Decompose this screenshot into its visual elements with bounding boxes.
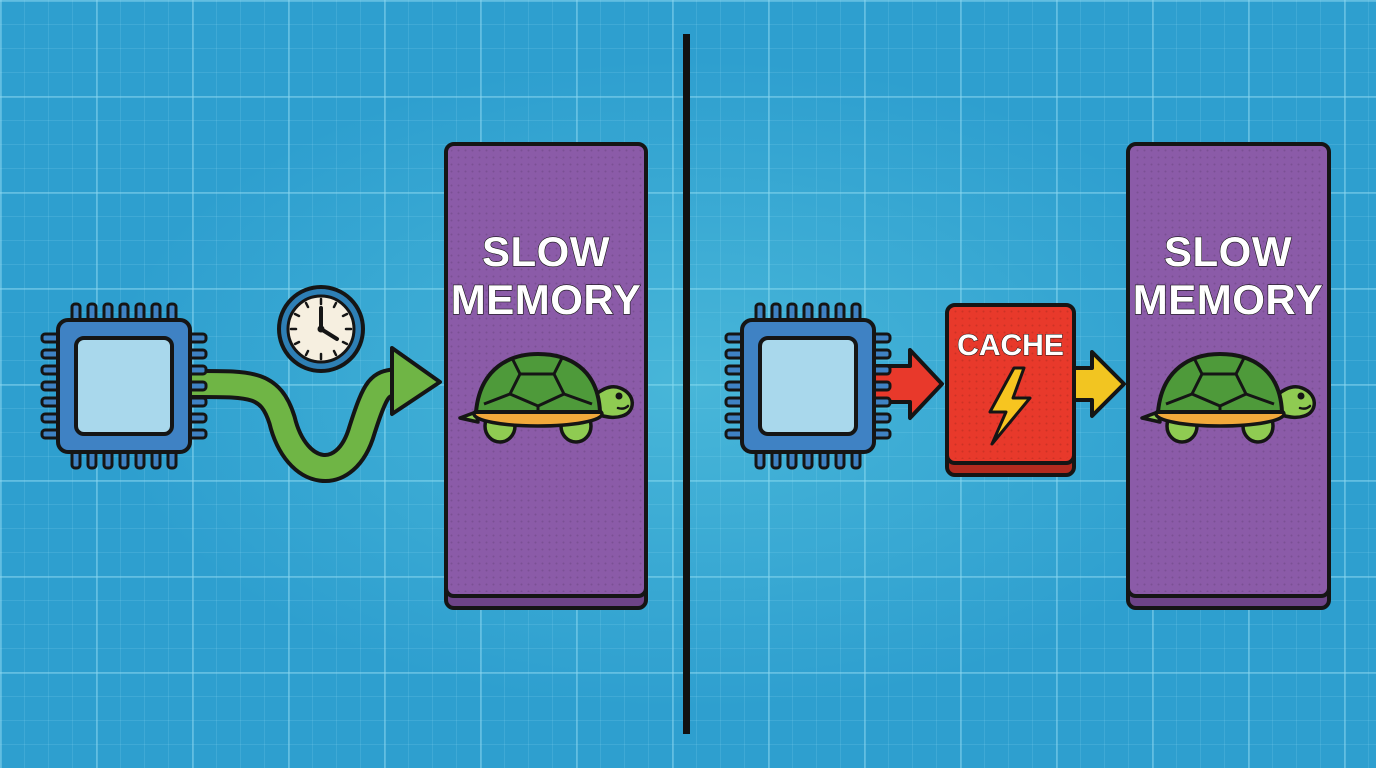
left-slow-memory-block: SLOW MEMORY: [444, 142, 648, 610]
right-memory-label-line1: SLOW: [1164, 228, 1292, 275]
wavy-arrow-icon: [189, 346, 442, 483]
right-cpu-chip-icon: [724, 302, 892, 470]
right-memory-label-line2: MEMORY: [1133, 276, 1323, 323]
right-slow-memory-block: SLOW MEMORY: [1126, 142, 1331, 610]
lightning-bolt-icon: [988, 366, 1032, 446]
right-panel: SLOW MEMORY CACHE: [724, 142, 1331, 610]
cache-label: CACHE: [957, 329, 1064, 362]
cache-to-memory-arrow-icon: [1072, 350, 1126, 418]
left-memory-label-line2: MEMORY: [451, 276, 641, 323]
left-panel: SLOW MEMORY: [40, 142, 648, 610]
left-cpu-chip-icon: [40, 302, 208, 470]
center-divider: [683, 34, 690, 734]
cache-block: CACHE: [945, 303, 1076, 477]
clock-icon: [277, 285, 365, 373]
left-memory-label-line1: SLOW: [482, 228, 610, 275]
